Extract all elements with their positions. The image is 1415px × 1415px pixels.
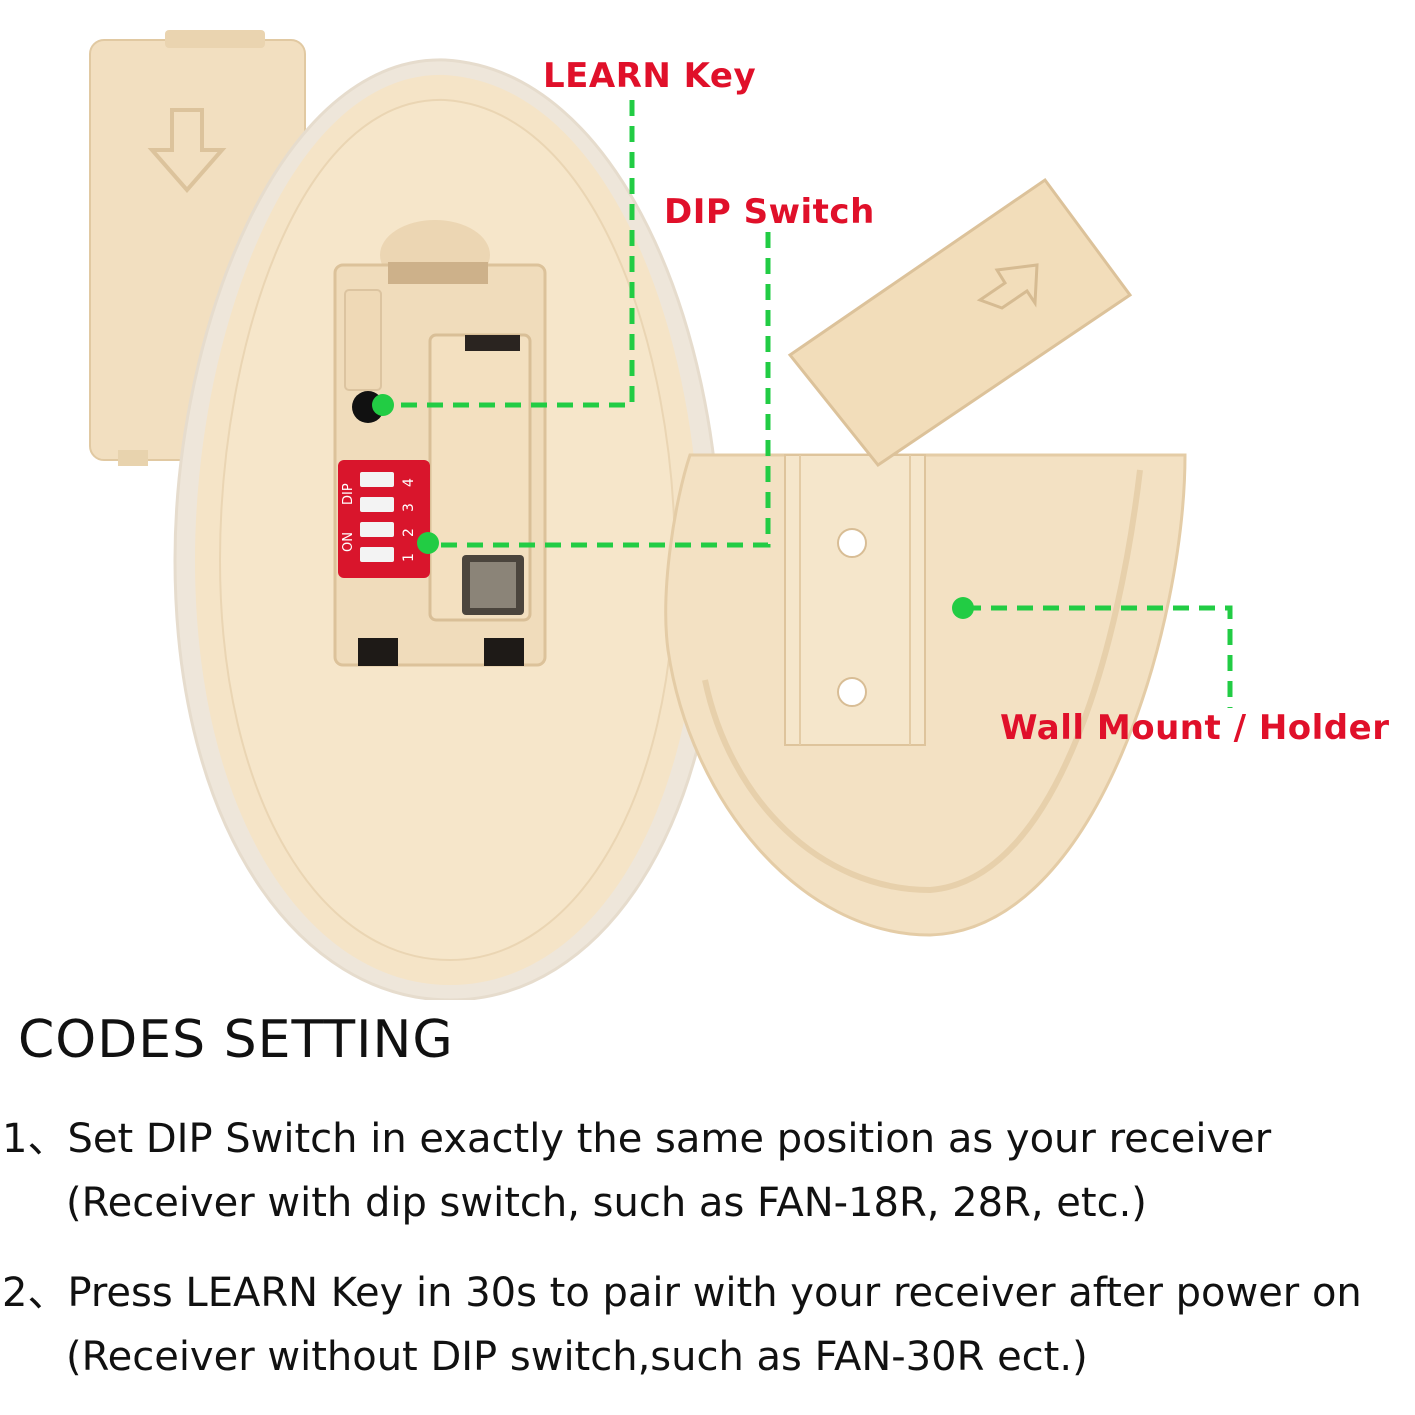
dip-switch-labels: ON DIP 1 2 3 4 xyxy=(341,478,417,562)
dip-switch-guide xyxy=(430,232,771,548)
dip-number-4: 4 xyxy=(401,478,417,487)
instruction-step-1-note: (Receiver with dip switch, such as FAN-1… xyxy=(66,1180,1147,1226)
instruction-step-2: 2、Press LEARN Key in 30s to pair with yo… xyxy=(2,1270,1362,1316)
learn-key-callout: LEARN Key xyxy=(543,56,757,96)
wall-mount-guide xyxy=(965,605,1233,708)
wall-mount-marker xyxy=(952,597,974,619)
wall-mount-callout: Wall Mount / Holder xyxy=(1000,708,1390,748)
dip-on-label: ON xyxy=(341,532,356,552)
instruction-step-1: 1、Set DIP Switch in exactly the same pos… xyxy=(2,1116,1272,1162)
dip-number-1: 1 xyxy=(401,553,417,562)
wall-mount-holder xyxy=(664,453,1187,937)
product-illustration: ON DIP 1 2 3 4 xyxy=(89,30,1390,1002)
dip-number-2: 2 xyxy=(401,528,417,537)
learn-key-marker xyxy=(372,394,394,416)
dip-switch-marker xyxy=(417,532,439,554)
codes-setting-heading: CODES SETTING xyxy=(18,1010,454,1070)
dip-dip-label: DIP xyxy=(341,483,356,505)
callout-guides xyxy=(380,100,1233,708)
dip-switch-callout: DIP Switch xyxy=(664,192,875,232)
instruction-step-2-note: (Receiver without DIP switch,such as FAN… xyxy=(66,1334,1088,1380)
dip-number-3: 3 xyxy=(401,503,417,512)
battery-cover-right xyxy=(787,177,1133,468)
learn-key-guide xyxy=(380,100,635,408)
